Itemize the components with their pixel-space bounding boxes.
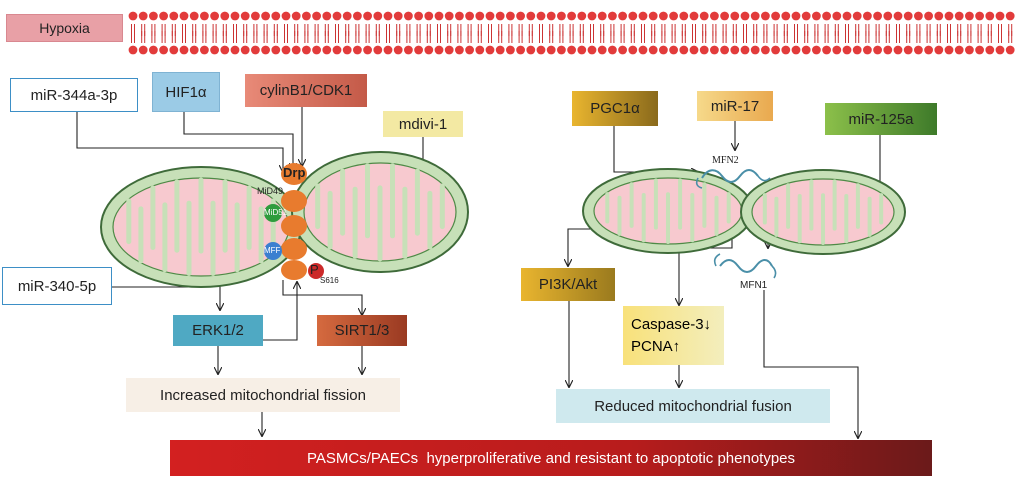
phospho-site-label: S616: [320, 276, 339, 285]
fission-label: Increased mitochondrial fission: [160, 386, 366, 404]
mir344-box: miR-344a-3p: [10, 78, 138, 112]
phospho-circle: [308, 263, 324, 279]
arrow-mfn1-to-outcome: [763, 290, 858, 438]
arrow-drp-to-sirt: [282, 280, 362, 315]
mid51-label: MiD51: [264, 208, 288, 217]
mdivi-label: mdivi-1: [398, 115, 448, 133]
erk-box: ERK1/2: [173, 315, 263, 346]
right-mito-b-cristae: [762, 179, 884, 245]
fission-box: Increased mitochondrial fission: [126, 378, 400, 412]
mir340-box: miR-340-5p: [2, 267, 112, 305]
mir125-box: miR-125a: [825, 103, 937, 135]
mfn1-label: MFN1: [740, 280, 768, 291]
arrow-hif1a-to-drp: [183, 112, 293, 170]
mid51-protein: [264, 204, 282, 222]
lipid-bilayer: [128, 11, 1015, 55]
fusion-box: Reduced mitochondrial fusion: [556, 389, 830, 423]
mfn2-coil: [701, 169, 759, 183]
pi3k-box: PI3K/Akt: [521, 268, 615, 301]
fusion-label: Reduced mitochondrial fusion: [594, 397, 792, 415]
arrow-mir344-to-drp: [76, 112, 283, 172]
pgc1a-box: PGC1α: [572, 91, 658, 126]
caspase-pcna-box: Caspase-3↓ PCNA↑: [623, 306, 724, 365]
cyclin-box: cylinB1/CDK1: [245, 74, 367, 107]
outcome-bar: PASMCs/PAECs hyperproliferative and resi…: [170, 440, 932, 476]
pi3k-label: PI3K/Akt: [538, 276, 598, 293]
mff-protein: [264, 242, 282, 260]
mdivi-box: mdivi-1: [383, 111, 463, 137]
erk-label: ERK1/2: [192, 322, 244, 339]
mfn1-coil: [719, 259, 773, 273]
mir344-label: miR-344a-3p: [30, 86, 118, 104]
sirt-box: SIRT1/3: [317, 315, 407, 346]
mff-label: MFF: [264, 246, 281, 255]
outcome-label: PASMCs/PAECs hyperproliferative and resi…: [306, 449, 796, 467]
hypoxia-box: Hypoxia: [6, 14, 123, 42]
pgc1a-label: PGC1α: [590, 100, 640, 117]
left-mito-b-cristae: [315, 163, 445, 262]
cyclin-label: cylinB1/CDK1: [259, 82, 353, 99]
drp-oligomer: [281, 163, 307, 280]
mir17-box: miR-17: [697, 91, 773, 121]
hypoxia-label: Hypoxia: [39, 20, 90, 36]
pcna-label: PCNA↑: [631, 337, 681, 355]
mid49-label: MiD49: [257, 186, 284, 196]
mfn2-label: MFN2: [712, 155, 739, 166]
caspase-label: Caspase-3↓: [631, 315, 712, 333]
mfn1-coil-tail: [713, 253, 777, 279]
mir340-label: miR-340-5p: [17, 277, 97, 295]
mir125-label: miR-125a: [848, 110, 914, 128]
right-mito-a-cristae: [605, 178, 731, 244]
phospho-label: P: [310, 262, 319, 277]
hif1a-label: HIF1α: [165, 83, 207, 101]
left-mito-a-cristae: [126, 177, 276, 276]
hif1a-box: HIF1α: [152, 72, 220, 112]
drp-label: Drp: [283, 165, 306, 180]
mir17-label: miR-17: [710, 97, 760, 115]
arrow-erk-to-drp: [263, 282, 297, 341]
sirt-label: SIRT1/3: [334, 322, 390, 339]
mfn2-coil-tail: [695, 175, 771, 189]
